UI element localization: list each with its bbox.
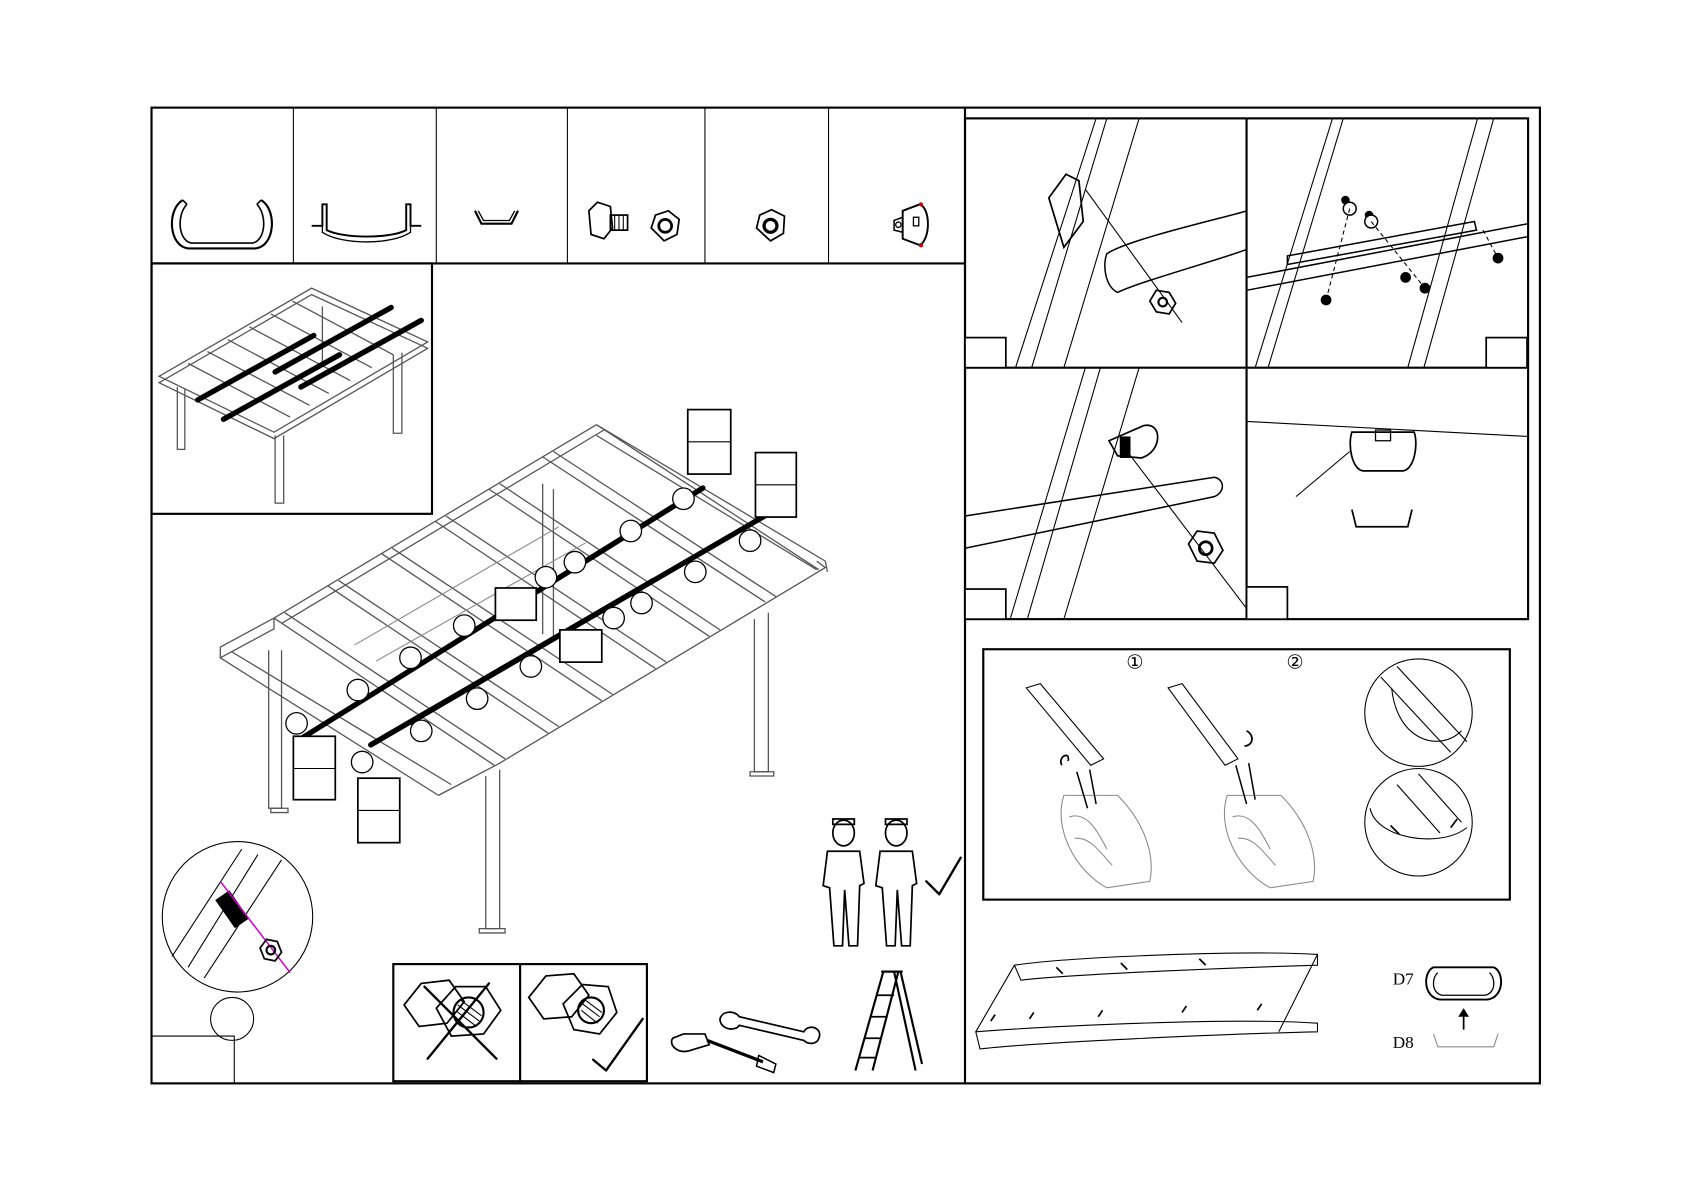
overview-pergola-inset [152,263,432,513]
step-ladder-icon [855,972,922,1071]
step-callout-circles [286,488,761,773]
correct-checkmark-icon [593,1019,642,1071]
channel-zoom-circles [1365,659,1472,876]
open-end-wrench-icon [720,1012,820,1043]
correct-nut-icon [529,974,643,1071]
channel-clip-assembly: D7 D8 [976,953,1501,1052]
cutting-hand-step-one [1026,684,1151,888]
end-cap-plate-icon [894,202,928,247]
step-two-label: ② [1286,651,1303,674]
c-channel-profile-icon [172,200,272,248]
main-pergola-drawing [220,410,827,933]
detail-panel-purlin-bolts [1247,118,1529,367]
detail-panel-end-cap-fit [1247,421,1529,619]
cutting-instruction-panel: ① ② [983,649,1510,899]
detail-panel-end-cap-bolt [965,118,1247,367]
part-d7-label: D7 [1393,970,1414,989]
bolt-detail-zoom [152,842,313,1084]
correct-checkmark-icon [926,858,960,895]
page-frame [152,108,1540,1084]
parts-strip [152,108,965,264]
detail-panels-grid [965,118,1528,619]
d7-profile-icon [1426,967,1501,999]
small-u-clip-icon [475,211,518,224]
d8-profile-icon [1434,1034,1498,1047]
incorrect-x-icon [404,980,501,1058]
part-label-boxes [293,410,796,843]
screwdriver-icon [672,1034,776,1073]
bolt-and-nut-icon [589,202,679,241]
tools-illustration [672,972,922,1073]
cutting-hand-step-two [1168,684,1314,888]
two-person-assembly-icon [823,819,961,946]
part-d8-label: D8 [1393,1033,1414,1052]
u-bracket-profile-icon [312,204,422,242]
hex-nut-icon [757,210,785,241]
step-one-label: ① [1126,651,1143,674]
detail-panel-bolt-through-rail [965,368,1247,619]
nut-orientation-panel [393,964,647,1081]
